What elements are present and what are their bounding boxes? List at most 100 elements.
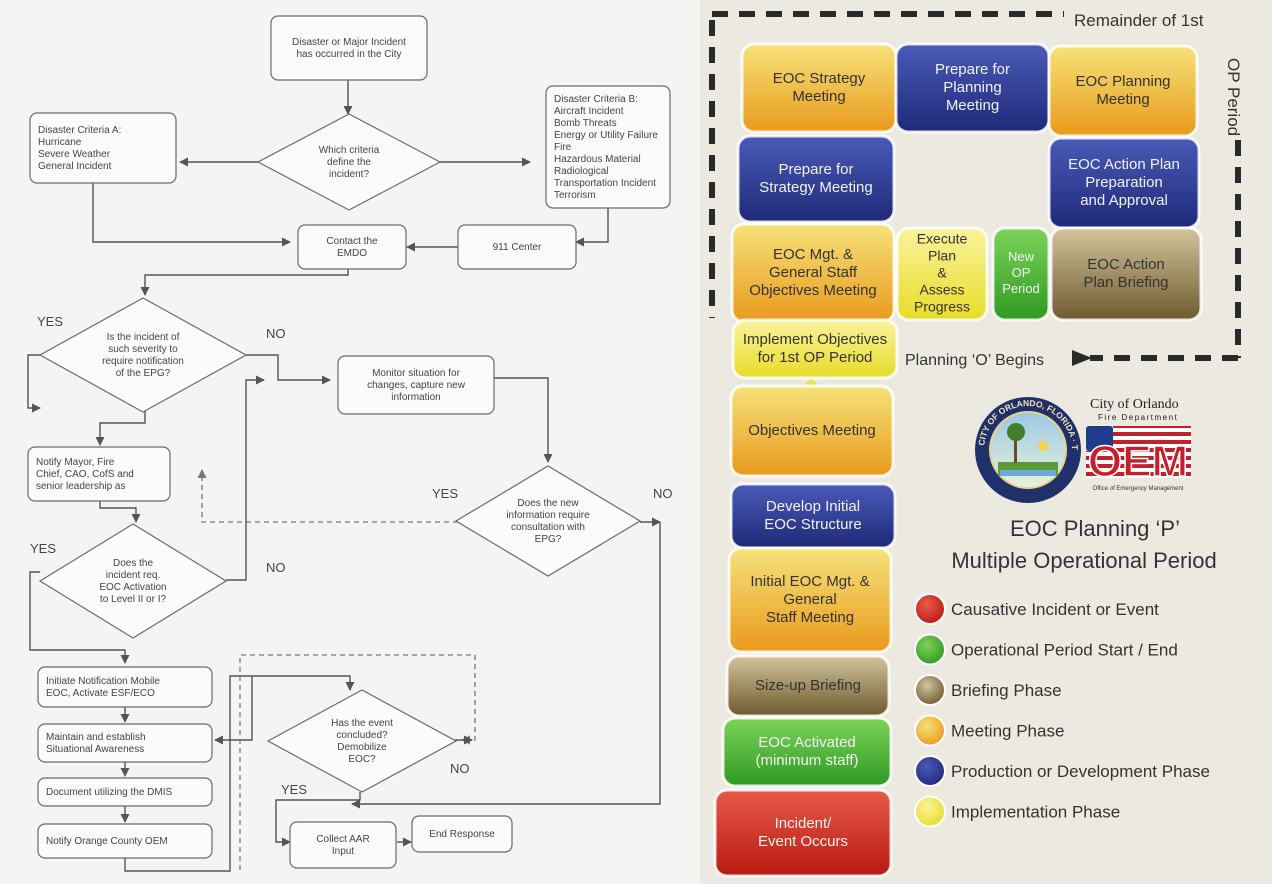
corner-label-op-period: OP Period [1224, 58, 1243, 136]
label-no: NO [450, 761, 470, 776]
tile-background [1049, 226, 1203, 322]
tile-text: Staff Meeting [766, 609, 854, 626]
remainder-op-period-frame: Remainder of 1st OP Period Planning ‘O’ … [709, 11, 1243, 369]
node-end: End Response [411, 815, 513, 853]
yes-no-labels: YES NO YES NO YES NO NO YES [30, 314, 673, 797]
node-text: Monitor situation for [372, 368, 460, 379]
node-text: changes, capture new [367, 380, 466, 391]
planning-o-begins-label: Planning ‘O’ Begins [905, 352, 1044, 369]
legend-label: Briefing Phase [951, 681, 1062, 700]
legend-item-briefing: Briefing Phase [914, 674, 1062, 706]
node-text: Collect AAR [316, 834, 369, 845]
tile-text: Initial EOC Mgt. & [750, 573, 869, 590]
tile-text: Execute [917, 231, 968, 247]
node-text: Disaster or Major Incident [292, 37, 406, 48]
tile-text: Objectives Meeting [748, 422, 876, 439]
tile-background [725, 654, 891, 718]
flowchart-connectors [27, 80, 661, 872]
node-text: Maintain and establish [46, 732, 146, 743]
tile-text: EOC Strategy [773, 70, 866, 87]
loop-arrowhead [1072, 350, 1092, 366]
node-text: Situational Awareness [46, 744, 144, 755]
process-shape [289, 821, 397, 869]
node-text: Is the incident of [107, 332, 180, 343]
tile-text: EOC Planning [1075, 73, 1170, 90]
node-text: Energy or Utility Failure [554, 130, 658, 141]
node-text: incident req. [106, 570, 160, 581]
node-text: Demobilize [337, 742, 387, 753]
node-text: Initiate Notification Mobile [46, 676, 160, 687]
eoc-planning-p-poster: Remainder of 1st OP Period Planning ‘O’ … [697, 0, 1272, 884]
decision-shape [38, 523, 228, 639]
planning-p-title-line2: Multiple Operational Period [951, 548, 1216, 573]
legend-swatch [914, 674, 946, 706]
node-text: Disaster Criteria A: [38, 125, 121, 136]
legend-label: Implementation Phase [951, 803, 1120, 822]
logo-acronym: OEM [1088, 437, 1188, 486]
emergency-response-flowchart: YES NO YES NO YES NO NO YES Disaster or … [0, 0, 700, 884]
logo-dept: Fire Department [1098, 413, 1178, 422]
tile-text: EOC Mgt. & [773, 246, 853, 263]
node-text: EMDO [337, 248, 367, 259]
node-text: Hurricane [38, 137, 82, 148]
node-text: General Incident [38, 161, 112, 172]
node-text: Input [332, 846, 354, 857]
node-text: Notify Orange County OEM [46, 836, 168, 847]
decision-shape [256, 113, 442, 211]
node-text: EOC? [348, 754, 376, 765]
node-text: EPG? [535, 534, 562, 545]
node-text: has occurred in the City [296, 49, 401, 60]
process-shape [297, 224, 407, 270]
tile-text: Incident/ [775, 815, 833, 832]
node-text: Fire [554, 142, 572, 153]
process-shape [37, 777, 213, 807]
node-text: Radiological [554, 166, 608, 177]
process-shape [337, 355, 495, 415]
node-text: Disaster Criteria B: [554, 94, 638, 105]
tile-background [895, 226, 989, 322]
node-text: Transportation Incident [554, 178, 656, 189]
tile-text: Event Occurs [758, 833, 848, 850]
tile-text: Preparation [1085, 174, 1163, 191]
tile-objectives: Objectives Meeting [729, 384, 895, 478]
legend-swatch [914, 755, 946, 787]
node-text: Does the [113, 558, 153, 569]
tile-text: Period [1002, 281, 1040, 296]
tile-text: EOC Structure [764, 516, 862, 533]
legend-label: Causative Incident or Event [951, 600, 1159, 619]
tile-text: Plan [928, 248, 956, 264]
process-shape [545, 85, 671, 209]
tile-text: EOC Action Plan [1068, 156, 1180, 173]
tile-text: New [1008, 249, 1035, 264]
oem-logo: City of Orlando Fire Department OEM Offi… [1086, 397, 1191, 492]
tile-text: Meeting [792, 88, 845, 105]
tile-text: General Staff [769, 264, 858, 281]
process-shape [37, 723, 213, 763]
node-orange: Notify Orange County OEM [37, 823, 213, 859]
tile-text: Plan Briefing [1083, 274, 1168, 291]
tile-text: Assess [919, 282, 964, 298]
logo-subtitle: Office of Emergency Management [1093, 486, 1184, 492]
tile-incident: Incident/Event Occurs [713, 788, 893, 878]
process-shape [29, 112, 177, 184]
tile-background [729, 384, 895, 478]
tile-background [731, 318, 899, 380]
